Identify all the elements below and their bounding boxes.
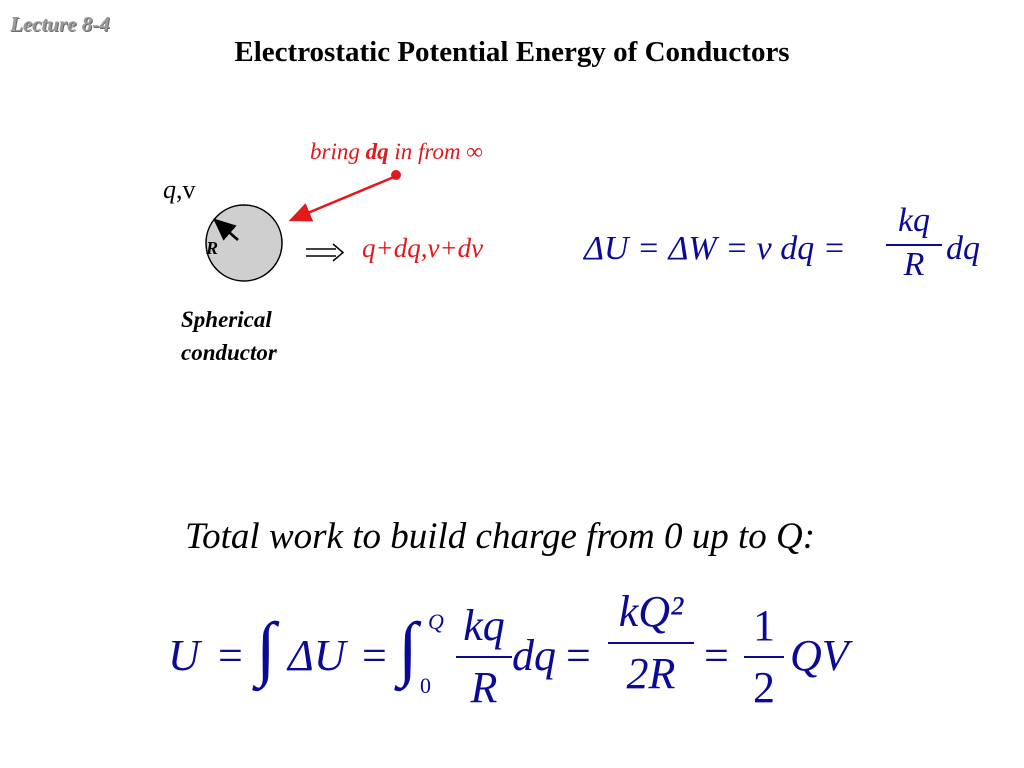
dq-term: dq xyxy=(512,631,556,680)
kq-over-r-fraction: kq R xyxy=(886,202,942,284)
kq-squared-over-2r-fraction: kQ² 2R xyxy=(608,590,694,696)
bring-charge-arrow xyxy=(288,175,395,222)
kq-over-r-fraction: kq R xyxy=(456,604,512,710)
slide-title: Electrostatic Potential Energy of Conduc… xyxy=(234,36,790,68)
result-charge-label: q+dq,v+dv xyxy=(362,233,484,263)
delta-u-term: ΔU xyxy=(288,631,346,680)
charge-potential-label: q,v xyxy=(163,175,196,204)
equals-sign: = xyxy=(566,631,591,680)
equals-sign: = xyxy=(704,631,729,680)
lecture-label: Lecture 8-4 xyxy=(10,12,110,36)
equals-sign: = xyxy=(218,631,243,680)
total-work-statement: Total work to build charge from 0 up to … xyxy=(184,516,816,557)
u-symbol: U xyxy=(168,631,200,680)
equals-sign: = xyxy=(362,631,387,680)
lower-limit: 0 xyxy=(420,673,431,698)
dq-term: dq xyxy=(946,230,980,267)
upper-limit: Q xyxy=(428,609,444,634)
implies-arrow xyxy=(306,243,345,262)
definite-integral-sign: ∫ xyxy=(398,608,418,688)
qv-term: QV xyxy=(790,631,849,680)
bring-dq-label: bring dq in from ∞ xyxy=(310,139,483,164)
one-half-fraction: 1 2 xyxy=(744,604,784,710)
radius-arrow xyxy=(213,218,239,241)
energy-increment-equation: ΔU = ΔW = v dq = xyxy=(584,230,846,267)
radius-label: R xyxy=(206,238,219,258)
integral-sign: ∫ xyxy=(256,608,276,688)
